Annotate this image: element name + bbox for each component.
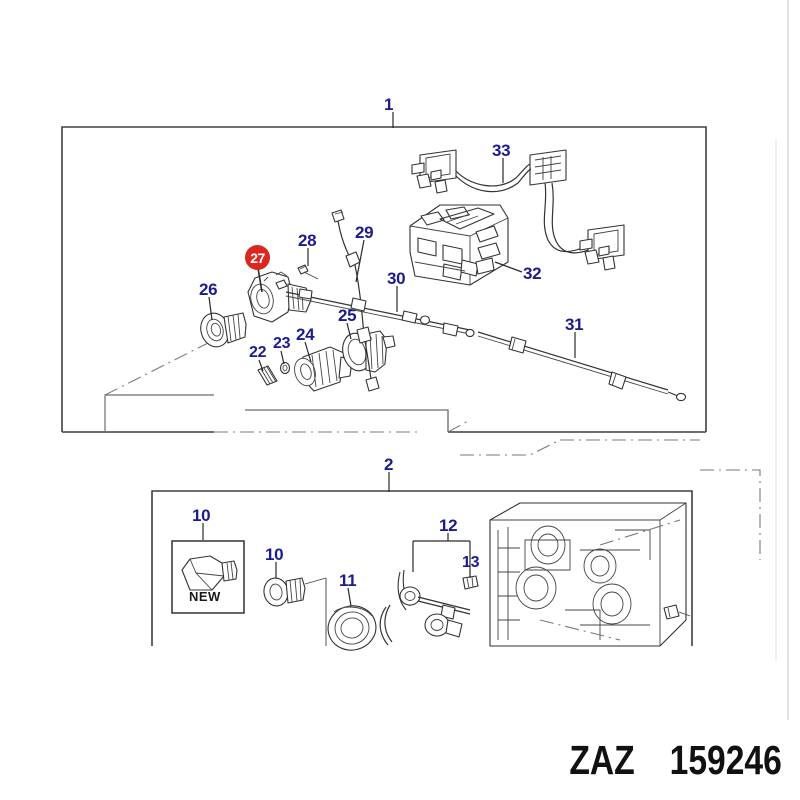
callout-29: 29 — [355, 223, 374, 242]
part-26-socket-ring — [200, 312, 247, 348]
new-badge-label: NEW — [189, 589, 221, 604]
lower-assembly-panel — [151, 490, 693, 646]
footer: ZAZ 159246 — [0, 737, 800, 784]
callout-30: 30 — [387, 269, 406, 288]
callout-23: 23 — [273, 335, 291, 352]
part-22-roll-pin — [257, 365, 278, 386]
part-30-linkage-rod — [285, 288, 475, 338]
callout-24: 24 — [296, 325, 315, 344]
part-32-control-unit — [409, 204, 523, 286]
new-part-box — [171, 540, 245, 614]
callout-10-new: 10 — [192, 506, 211, 525]
callout-26: 26 — [199, 280, 218, 299]
callout-32: 32 — [523, 264, 542, 283]
assembly-reference-lines — [104, 339, 761, 560]
callout-28: 28 — [298, 231, 317, 250]
part-25-bezel-ring — [342, 330, 396, 373]
callout-13: 13 — [462, 554, 480, 571]
highlighted-part-27-badge: 27 — [245, 245, 270, 270]
upper-assembly-panel — [61, 126, 707, 433]
callout-12: 12 — [439, 516, 458, 535]
part-31-long-cable — [477, 331, 687, 402]
callout-31: 31 — [565, 315, 584, 334]
part-13-clip — [462, 575, 479, 590]
callout-33: 33 — [492, 141, 511, 160]
brand-label: ZAZ — [569, 737, 636, 783]
part-12-bracket — [379, 569, 471, 646]
heater-housing-assembly — [489, 502, 691, 647]
callout-10-socket: 10 — [265, 545, 284, 564]
callout-1: 1 — [384, 95, 394, 114]
callout-2: 2 — [384, 455, 394, 474]
part-10-bulb-socket — [263, 577, 327, 646]
callout-11: 11 — [339, 571, 357, 590]
part-29-control-cable — [331, 209, 380, 392]
callout-22: 22 — [249, 344, 267, 361]
part-23-washer — [279, 361, 291, 375]
part-28-screw — [297, 264, 319, 280]
part-11-seal-ring — [327, 605, 377, 651]
callout-leader-lines — [202, 112, 576, 607]
part-33-wiring-harness — [411, 149, 625, 271]
part-24-socket-barrel — [294, 346, 353, 392]
article-code: 159246 — [669, 737, 782, 783]
callout-25: 25 — [338, 306, 357, 325]
